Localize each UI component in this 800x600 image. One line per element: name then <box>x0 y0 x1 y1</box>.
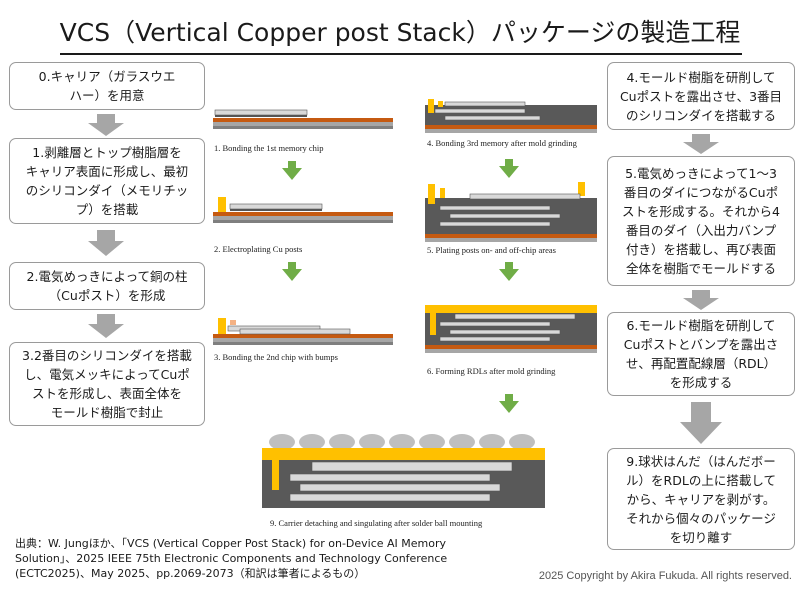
green-down-arrow-icon <box>499 159 519 178</box>
fig-5-caption: 5. Plating posts on- and off-chip areas <box>427 245 556 255</box>
green-down-arrow-icon <box>282 262 302 281</box>
step-6-box: 6.モールド樹脂を研削して Cuポストとバンプを露出さ せ、再配置配線層（RDL… <box>607 312 795 396</box>
source-citation: 出典：W. Jungほか、「VCS (Vertical Copper Post … <box>15 537 448 580</box>
fig-1-caption: 1. Bonding the 1st memory chip <box>214 143 324 153</box>
green-down-arrow-icon <box>499 394 519 413</box>
gray-down-arrow-icon <box>88 114 124 136</box>
fig-6-diagram <box>425 305 597 353</box>
step-2-box: 2.電気めっきによって銅の柱 （Cuポスト）を形成 <box>9 262 205 310</box>
copyright-notice: 2025 Copyright by Akira Fukuda. All righ… <box>538 570 792 582</box>
fig-3-diagram <box>213 318 393 345</box>
fig-2-diagram <box>213 197 393 223</box>
step-5-box: 5.電気めっきによって1～3 番目のダイにつながるCuポ ストを形成する。それか… <box>607 156 795 286</box>
fig-4-caption: 4. Bonding 3rd memory after mold grindin… <box>427 138 577 148</box>
green-down-arrow-icon <box>282 161 302 180</box>
step-4-box: 4.モールド樹脂を研削して Cuポストを露出させ、3番目 のシリコンダイを搭載す… <box>607 62 795 130</box>
fig-5-diagram <box>425 182 597 242</box>
step-9-box: 9.球状はんだ（はんだボー ル）をRDLの上に搭載して から、キャリアを剥がす。… <box>607 448 795 550</box>
page-title: VCS（Vertical Copper post Stack）パッケージの製造工… <box>59 18 741 47</box>
title-underline <box>60 53 742 55</box>
fig-4-diagram <box>425 99 597 133</box>
fig-6-caption: 6. Forming RDLs after mold grinding <box>427 366 556 376</box>
fig-9-diagram <box>262 434 545 508</box>
fig-1-diagram <box>213 109 393 129</box>
step-3-box: 3.2番目のシリコンダイを搭載 し、電気メッキによってCuポ ストを形成し、表面… <box>9 342 205 426</box>
green-down-arrow-icon <box>499 262 519 281</box>
gray-down-arrow-icon <box>88 314 124 338</box>
fig-3-caption: 3. Bonding the 2nd chip with bumps <box>214 352 338 362</box>
gray-down-arrow-icon <box>680 402 722 444</box>
gray-down-arrow-icon <box>683 290 719 310</box>
step-1-box: 1.剥離層とトップ樹脂層を キャリア表面に形成し、最初 のシリコンダイ（メモリチ… <box>9 138 205 224</box>
fig-9-caption: 9. Carrier detaching and singulating aft… <box>270 518 483 528</box>
gray-down-arrow-icon <box>88 230 124 256</box>
gray-down-arrow-icon <box>683 134 719 154</box>
fig-2-caption: 2. Electroplating Cu posts <box>214 244 303 254</box>
step-0-box: 0.キャリア（ガラスウエ ハー）を用意 <box>9 62 205 110</box>
